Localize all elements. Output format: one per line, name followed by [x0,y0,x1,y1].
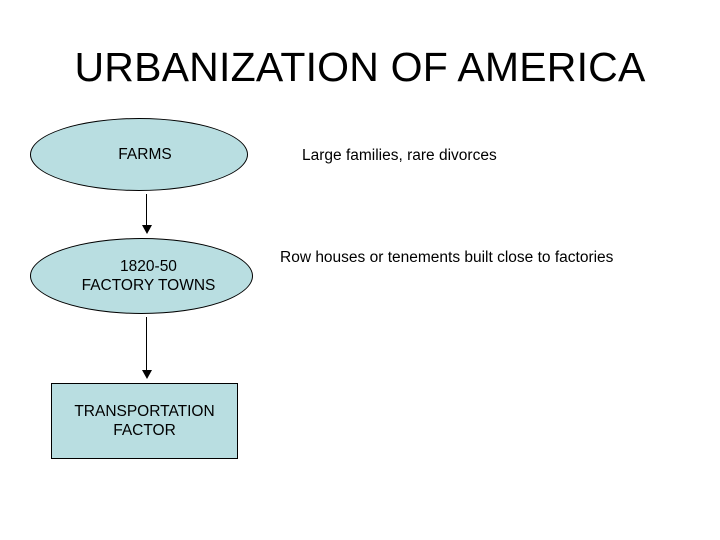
flow-node-factory-towns-label: 1820-50 FACTORY TOWNS [82,257,216,295]
flow-node-farms[interactable]: FARMS [30,118,248,191]
flow-node-factory-towns-line1: 1820-50 [120,258,177,275]
arrow-stem [146,194,147,225]
flow-node-factory-towns-line2: FACTORY TOWNS [81,277,216,294]
arrow-factory-towns-to-transportation [140,317,154,379]
arrow-head-down-icon [142,225,152,234]
arrow-stem [146,317,147,370]
page-title: URBANIZATION OF AMERICA [74,44,646,90]
flow-node-transportation-line2: FACTOR [113,422,176,439]
arrow-head-down-icon [142,370,152,379]
flow-node-factory-towns[interactable]: 1820-50 FACTORY TOWNS [30,238,253,314]
annotation-row-houses: Row houses or tenements built close to f… [280,249,614,266]
annotation-large-families: Large families, rare divorces [302,147,497,164]
arrow-farms-to-factory-towns [140,194,154,234]
flow-node-transportation-factor[interactable]: TRANSPORTATION FACTOR [51,383,238,459]
flow-node-farms-label: FARMS [118,146,172,163]
flow-node-transportation-factor-label: TRANSPORTATION FACTOR [74,402,214,440]
flow-node-transportation-line1: TRANSPORTATION [74,403,215,420]
